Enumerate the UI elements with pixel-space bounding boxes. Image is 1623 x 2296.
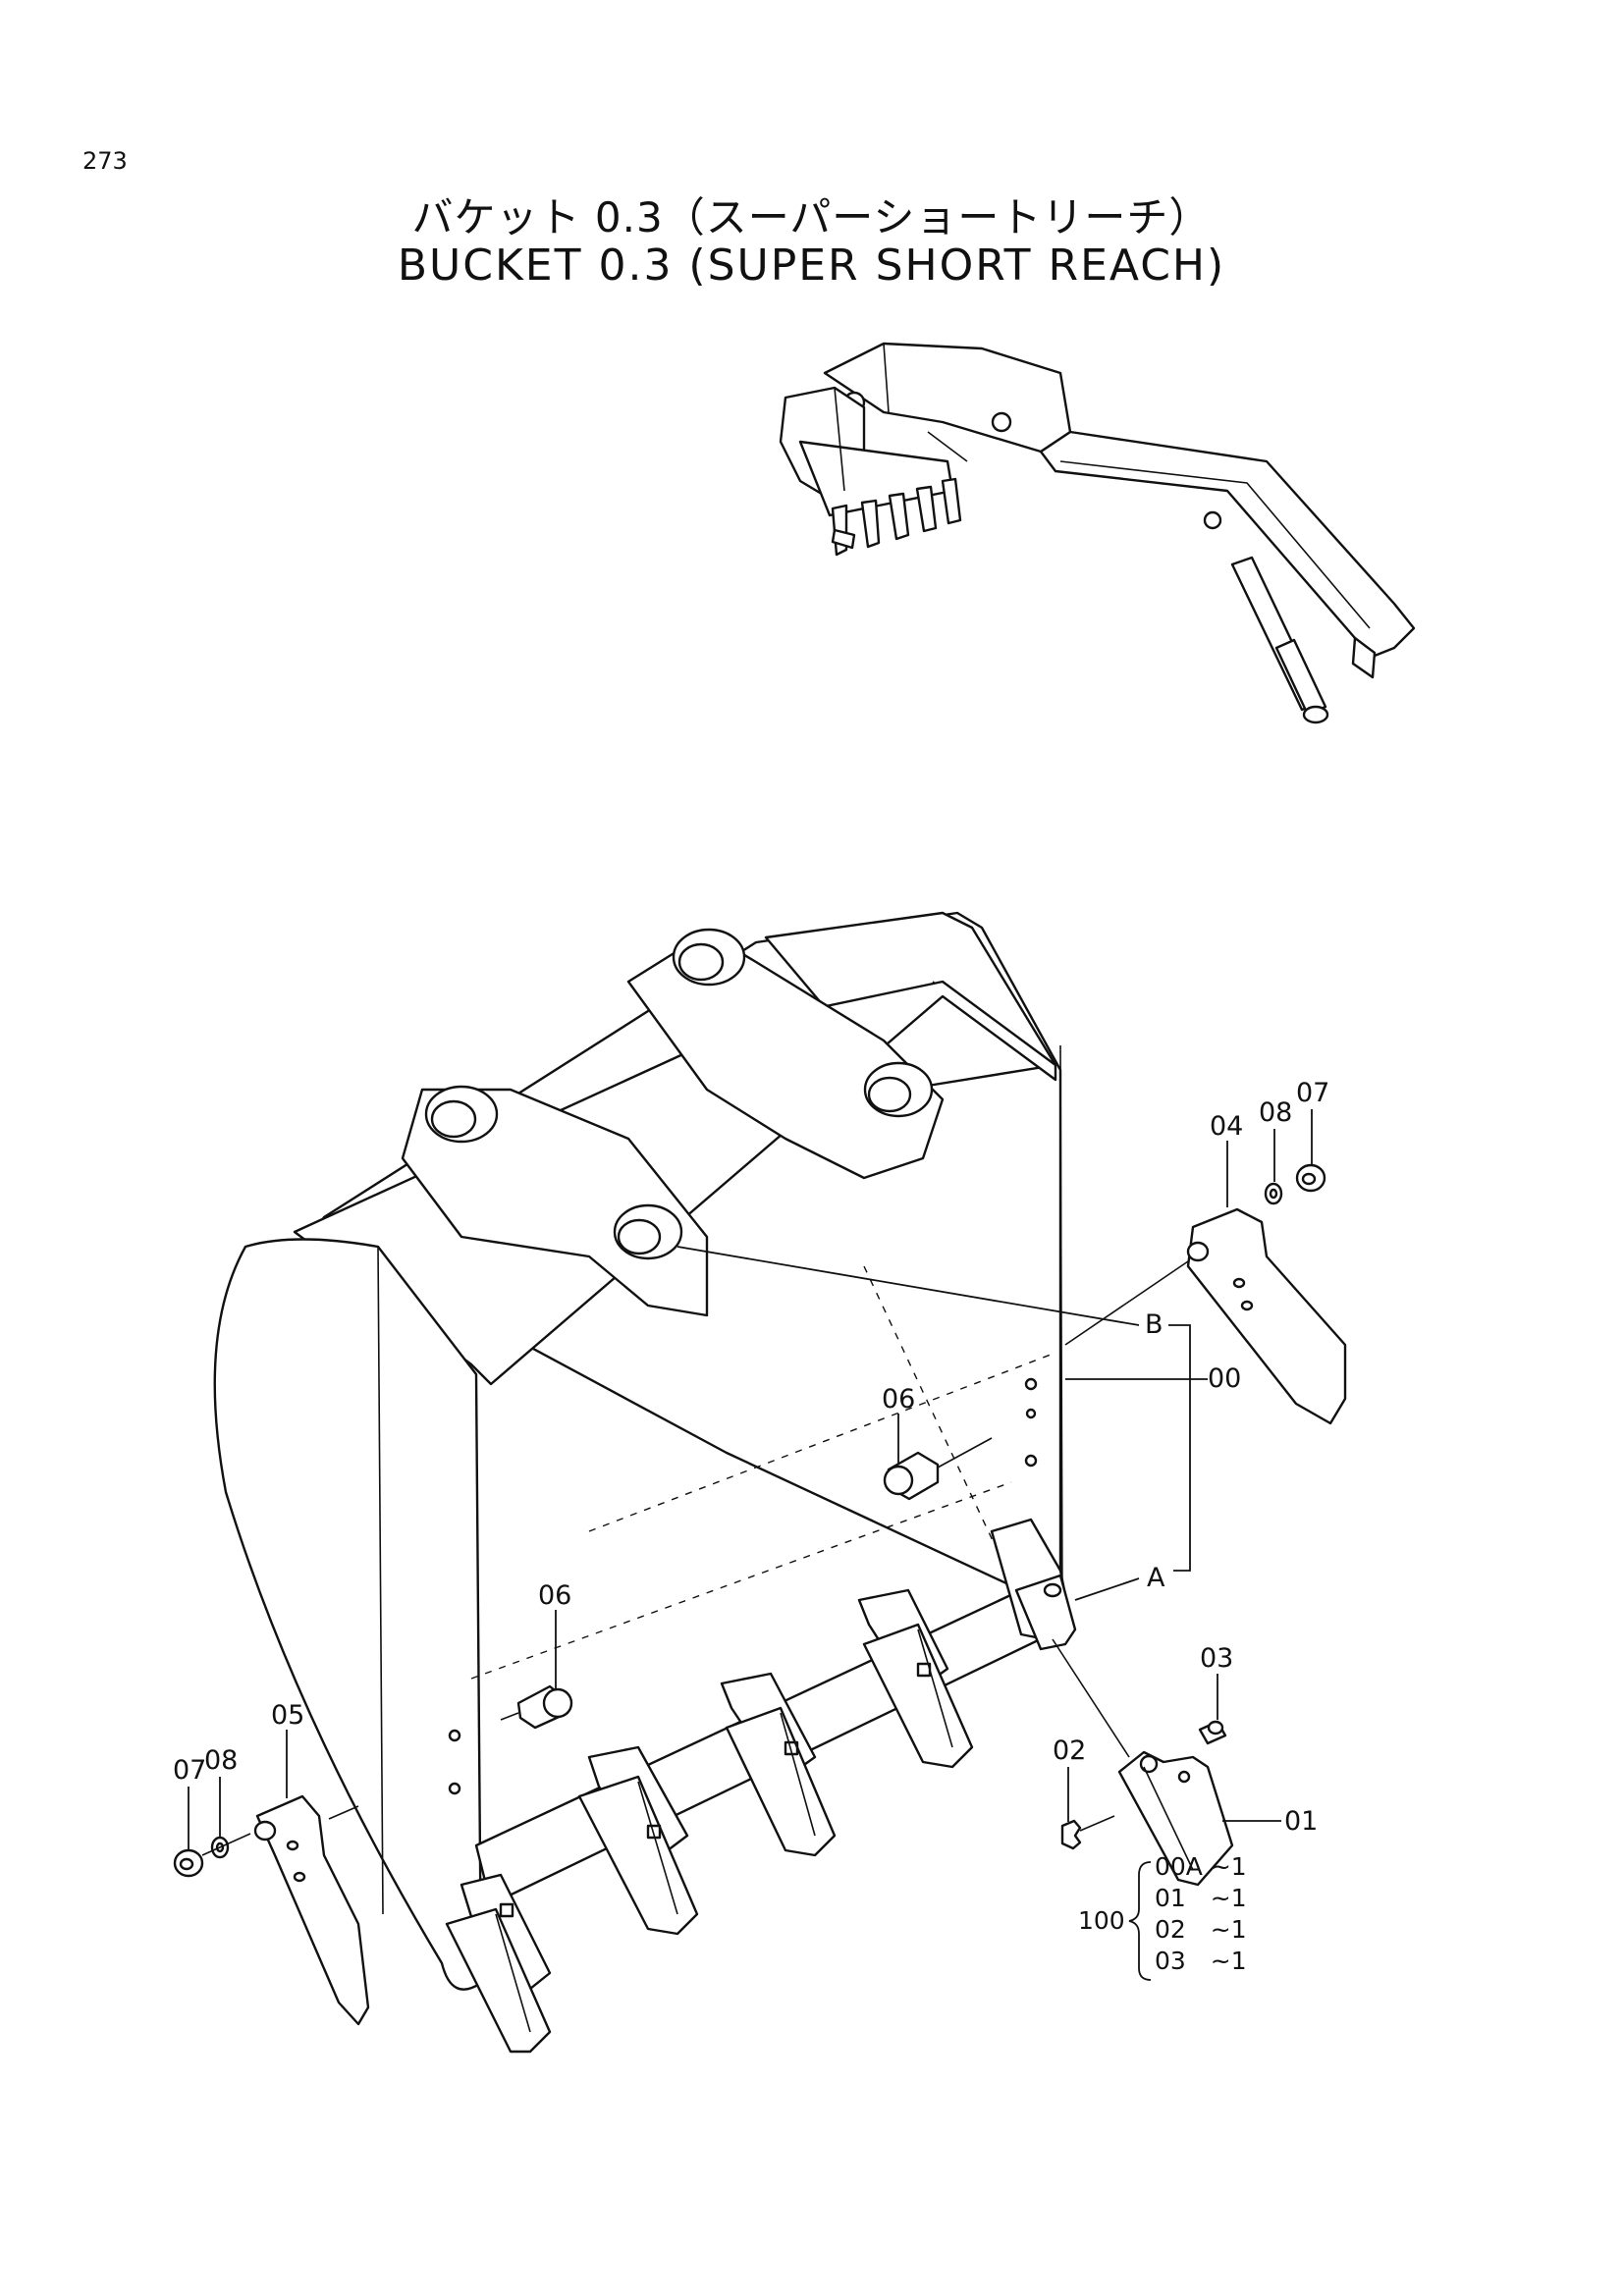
callout-07-right: 07 [1296,1078,1329,1108]
part-07-nut-left [173,1848,204,1878]
callout-08-left: 08 [204,1745,238,1776]
callout-05: 05 [271,1700,304,1731]
kit-item-00a: 00A ~1 [1155,1852,1247,1881]
callout-01: 01 [1284,1806,1318,1837]
callout-08-right: 08 [1259,1097,1292,1128]
part-03-pin [1198,1720,1227,1745]
callout-07-left: 07 [173,1755,206,1786]
alignment-line-tooth [1052,1638,1130,1758]
callout-00: 00 [1208,1363,1241,1394]
part-02-lock [1060,1819,1082,1850]
kit-brace [1128,1861,1152,1981]
callout-ref-b: B [1145,1309,1163,1340]
pin-boss-right [863,1061,934,1118]
kit-list: 100 00A ~1 01 ~1 02 ~1 03 ~1 [1078,1852,1247,1981]
part-04-side-cutter [1186,1207,1347,1425]
part-06-bolt-upper [883,1437,993,1501]
kit-label: 100 [1078,1906,1125,1935]
page-number: 273 [82,147,128,175]
alignment-line-left-cutter [328,1805,359,1820]
alignment-line-right-cutter [1064,1260,1189,1346]
callout-ref-a: A [1147,1563,1165,1593]
kit-item-03: 03 ~1 [1155,1947,1247,1975]
callout-06-upper: 06 [882,1384,915,1415]
tooth-4 [857,1588,974,1769]
callout-04: 04 [1210,1111,1243,1142]
part-01-tooth-point [1117,1750,1234,1887]
leader-lines [188,1109,1313,1849]
part-05-side-cutter [253,1794,370,2026]
title-japanese: バケット 0.3（スーパーショートリーチ） [411,193,1212,241]
callout-06-lower: 06 [538,1580,571,1611]
tooth-2 [577,1745,699,1936]
callout-03: 03 [1200,1643,1233,1674]
alignment-line-left-nut [201,1833,251,1856]
callout-02: 02 [1053,1735,1086,1766]
bucket-assembly [213,911,1077,2054]
part-07-nut-right [1295,1163,1326,1193]
tooth-5-adapter [990,1518,1077,1651]
part-08-lock-washer-right [1264,1182,1283,1205]
pin-boss-top-center [672,928,746,987]
kit-item-02: 02 ~1 [1155,1915,1247,1944]
tooth-1 [445,1873,552,2054]
title-english: BUCKET 0.3 (SUPER SHORT REACH) [397,240,1226,291]
tooth-3 [720,1672,837,1857]
alignment-line-lock [1079,1815,1115,1832]
kit-item-01: 01 ~1 [1155,1884,1247,1912]
pin-boss-lower [613,1203,683,1260]
arm-location-sketch [779,342,1416,724]
part-06-bolt-lower [500,1684,573,1730]
pin-boss-top-left [424,1085,499,1144]
